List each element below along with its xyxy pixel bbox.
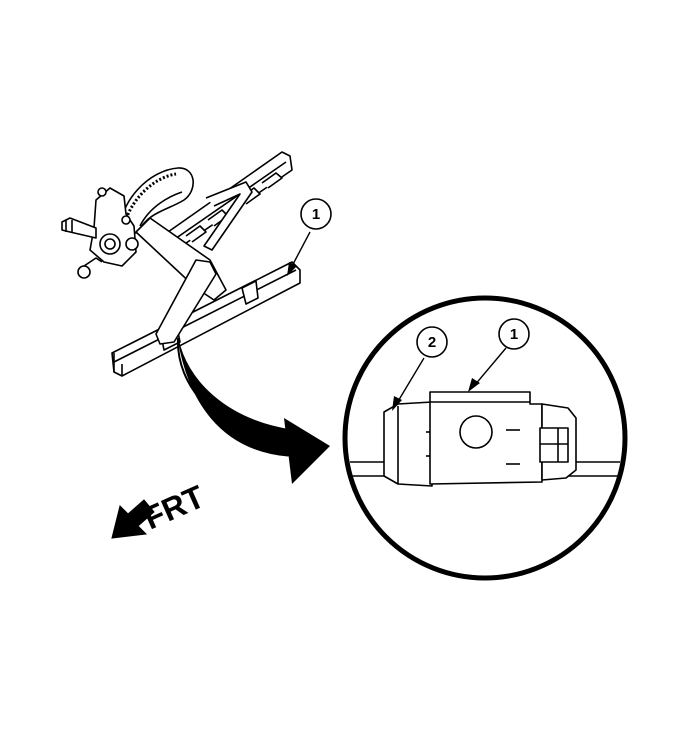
upper-guide-rail bbox=[167, 151, 293, 251]
window-regulator-assembly bbox=[61, 151, 301, 377]
clip-and-bracket bbox=[383, 391, 577, 487]
detail-view: 2 1 bbox=[342, 295, 628, 581]
drive-shaft bbox=[61, 217, 97, 239]
front-arrow bbox=[111, 499, 155, 539]
front-direction-indicator: FRT bbox=[111, 478, 210, 539]
callout-2-detail: 2 bbox=[392, 326, 448, 411]
lower-rail bbox=[111, 261, 301, 377]
drive-housing bbox=[77, 187, 139, 279]
callout-2-detail-label: 2 bbox=[428, 334, 436, 351]
detail-pointer-arrow bbox=[176, 337, 330, 484]
callout-1-detail: 1 bbox=[468, 318, 530, 392]
callout-1-detail-label: 1 bbox=[510, 326, 518, 343]
rail-clip bbox=[383, 401, 433, 487]
equalizer-arm bbox=[155, 181, 253, 345]
front-label: FRT bbox=[138, 478, 210, 536]
callout-1-main: 1 bbox=[287, 198, 332, 276]
callout-1-main-label: 1 bbox=[312, 206, 320, 223]
